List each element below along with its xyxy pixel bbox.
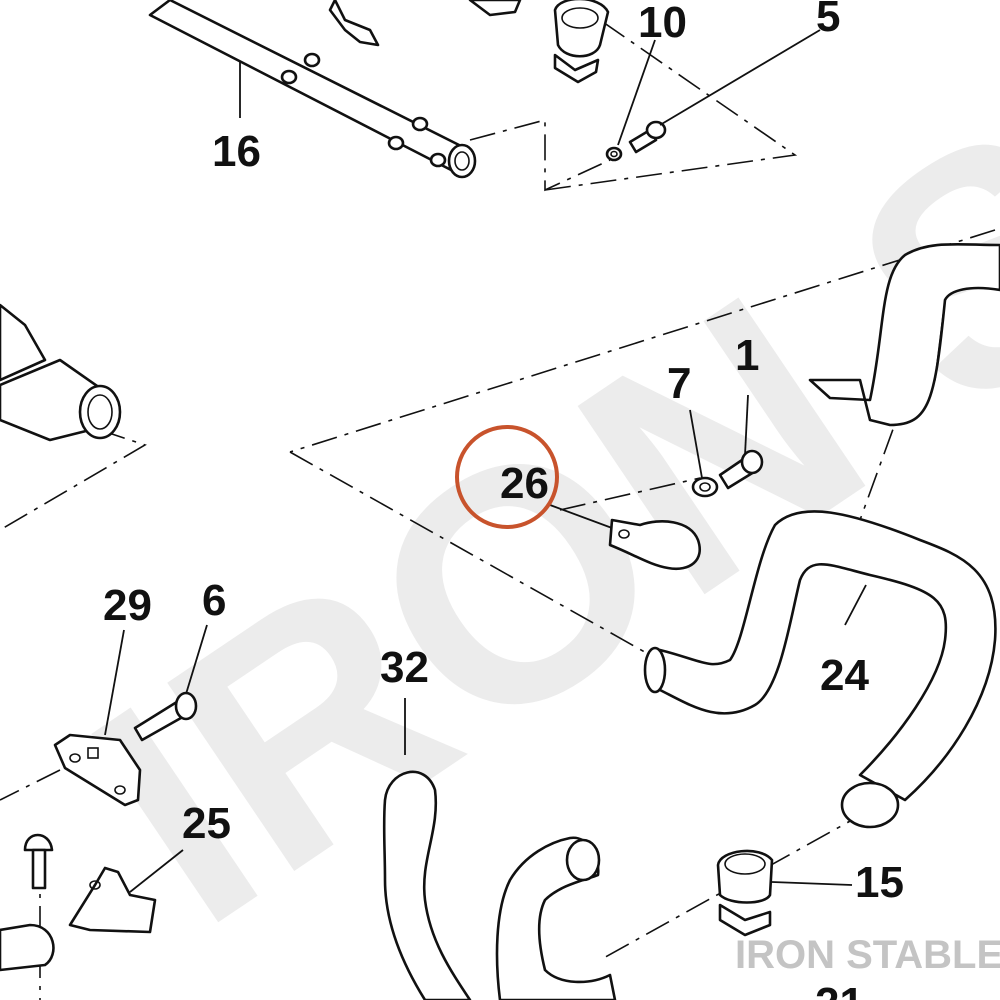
callout-7: 7 [667, 359, 691, 408]
leader-lines [104, 29, 867, 893]
callout-5: 5 [816, 0, 840, 41]
callout-1: 1 [735, 331, 759, 380]
part-lower-pipe [495, 836, 617, 1000]
callout-25: 25 [182, 799, 231, 848]
callout-6: 6 [202, 576, 226, 625]
part-5-bolt [628, 120, 667, 154]
callouts: 16 10 5 7 1 26 29 6 32 24 25 15 21 [103, 0, 904, 1000]
part-25-bracket [68, 866, 157, 934]
callout-32: 32 [380, 643, 429, 692]
callout-15: 15 [855, 858, 904, 907]
part-carriage-bolt [23, 833, 54, 890]
part-left-muffler [0, 303, 122, 442]
brand-logo-text: IRON STABLE [735, 933, 1000, 977]
part-7-washer [691, 476, 719, 498]
callout-10: 10 [638, 0, 687, 47]
part-6-bolt [133, 691, 198, 742]
part-15-clamp [716, 849, 774, 937]
part-right-tailpipe [808, 242, 1000, 427]
part-1-bolt [718, 449, 764, 490]
part-lower-left-clamp [0, 923, 55, 972]
part-24-pipe [643, 510, 997, 829]
part-29-bracket [53, 733, 142, 807]
part-16-pipe [148, 0, 477, 179]
part-26-clamp [608, 518, 701, 571]
part-clamp-top [553, 0, 610, 84]
part-top-brackets [328, 0, 522, 47]
callout-16: 16 [212, 127, 261, 176]
callout-21: 21 [815, 979, 864, 1000]
part-10-washer [605, 146, 623, 162]
callout-24: 24 [820, 651, 869, 700]
highlight-circle [455, 425, 559, 529]
callout-29: 29 [103, 581, 152, 630]
callout-26: 26 [500, 459, 549, 508]
part-32-pipe [382, 770, 472, 1000]
